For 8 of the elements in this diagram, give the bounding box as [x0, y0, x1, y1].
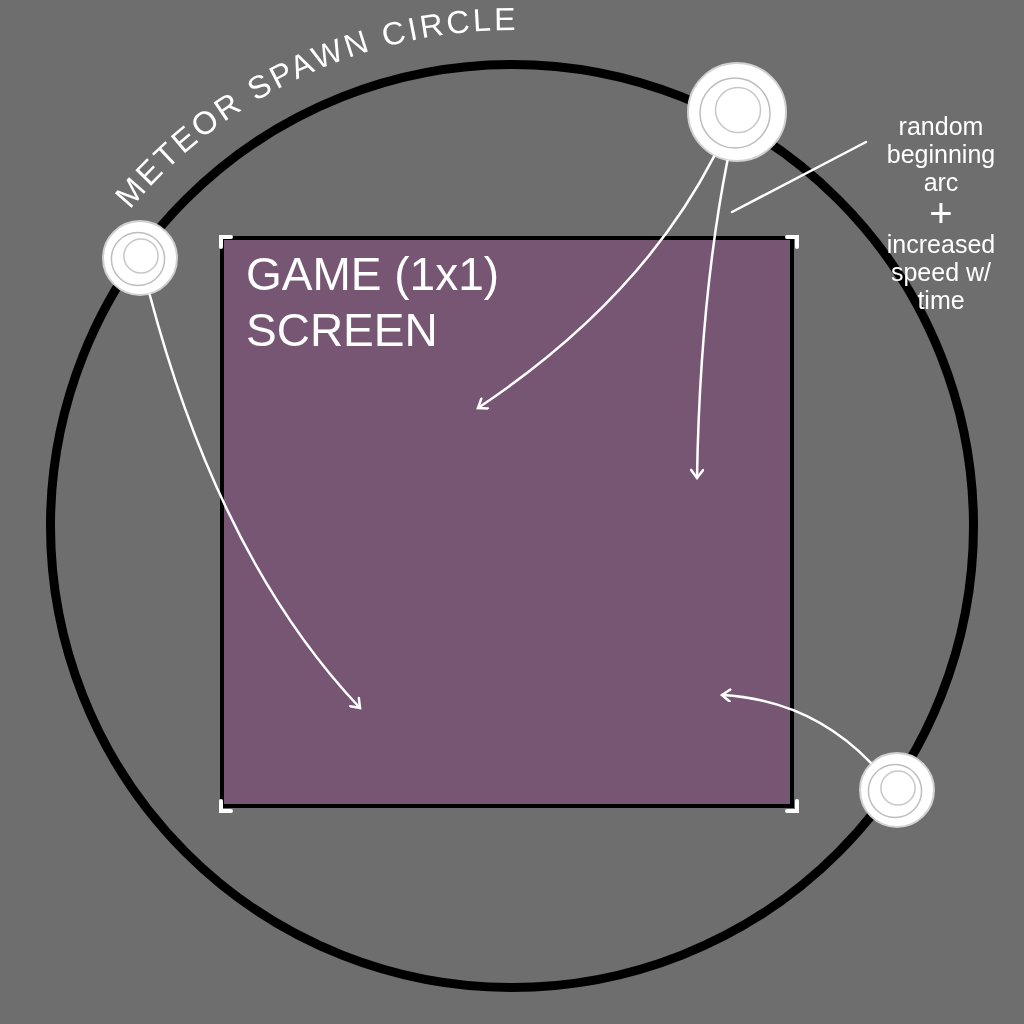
- trajectory-arrow: [689, 159, 729, 480]
- plus-sign: +: [929, 196, 953, 230]
- trajectory-arrow: [476, 155, 716, 410]
- trajectory-arrow: [720, 688, 872, 764]
- screen-label: GAME (1x1) SCREEN: [246, 247, 501, 358]
- annotation-text: random beginning arc: [885, 112, 997, 196]
- trajectory-arrow: [148, 293, 362, 710]
- leader-line: [730, 140, 868, 214]
